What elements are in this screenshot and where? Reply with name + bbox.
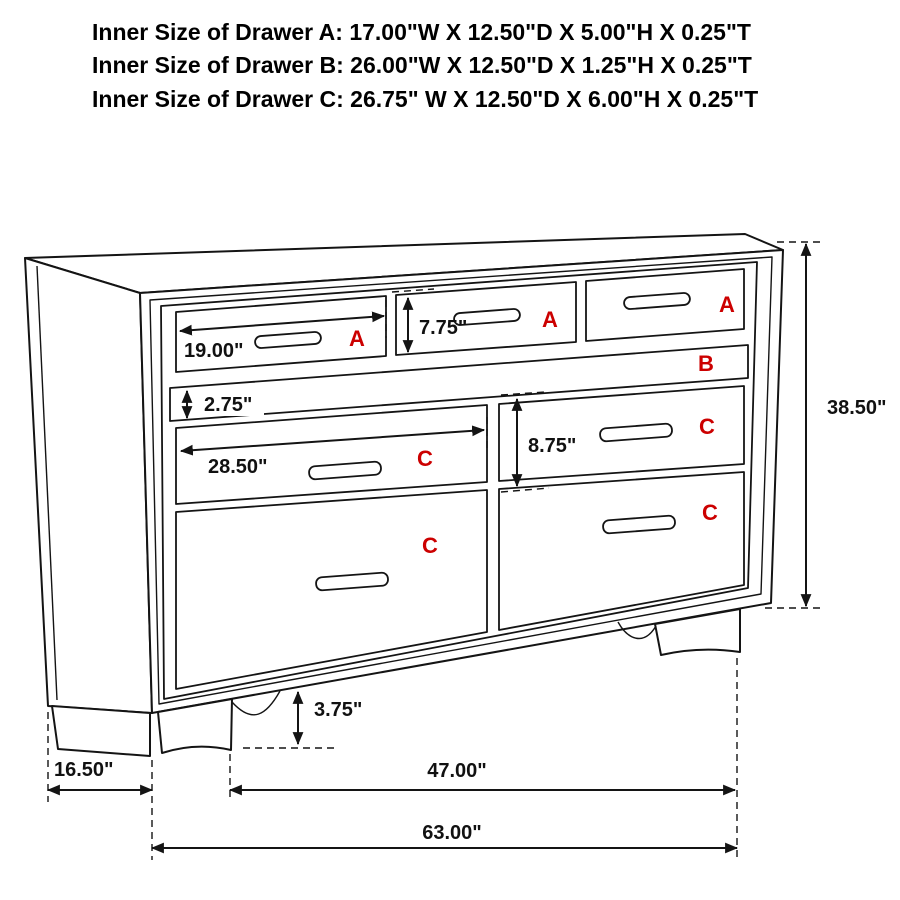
header: Inner Size of Drawer A: 17.00"W X 12.50"…: [92, 19, 758, 112]
drawer-letter-a: A: [349, 326, 365, 351]
dim-drawer-c-width: 28.50": [179, 417, 488, 478]
dimension-arrow: [178, 311, 386, 336]
dimension-arrow: [179, 425, 486, 456]
apron-curve-left: [231, 690, 281, 716]
dim-drawer-c-height: 8.75": [500, 391, 576, 493]
dim-label: 16.50": [54, 759, 114, 781]
extension-line: [500, 391, 546, 396]
drawer-letter-c: C: [702, 500, 718, 525]
drawer-handle: [315, 571, 389, 592]
header-line-drawer-a: Inner Size of Drawer A: 17.00"W X 12.50"…: [92, 19, 751, 45]
dim-foot-height: 3.75": [243, 690, 362, 749]
drawer-handle: [308, 460, 382, 481]
drawer-b-jewelry-strip: B: [169, 344, 749, 422]
dim-label: 63.00": [422, 822, 482, 844]
dresser: A A A B C C: [24, 233, 784, 757]
drawer-handle: [453, 308, 521, 326]
drawer-handle: [623, 292, 691, 310]
dim-overall-height: 38.50": [765, 241, 887, 609]
left-panel-edge-line: [36, 265, 58, 701]
dim-overall-width: 63.00": [150, 822, 739, 854]
dim-label: 28.50": [208, 456, 268, 478]
left-side-panel: [24, 257, 153, 714]
dim-label: 7.75": [419, 317, 467, 339]
face-molding: [149, 256, 773, 705]
dim-label: 38.50": [827, 397, 887, 419]
drawer-front: [498, 471, 745, 631]
dim-label: 19.00": [184, 340, 244, 362]
apron-curve-right: [617, 621, 657, 639]
front-left-foot: [157, 698, 233, 754]
drawer-letter-c: C: [699, 414, 715, 439]
drawer-front: [169, 344, 749, 422]
extension-line: [500, 487, 550, 493]
drawer-letter-b: B: [698, 351, 714, 376]
dim-drawer-b-height: 2.75": [181, 389, 264, 420]
dimensions: 19.00" 7.75" 2.75" 28.50" 8.75": [46, 241, 887, 860]
label-backplate: [198, 392, 264, 416]
dim-drawer-a-width: 19.00": [178, 300, 387, 362]
drawer-a-top-right: A: [585, 268, 745, 342]
drawer-frame: [160, 261, 758, 700]
drawer-c-bottom-left: C: [175, 489, 488, 690]
dim-label: 3.75": [314, 699, 362, 721]
drawer-letter-a: A: [719, 292, 735, 317]
drawer-c-mid-right: C: [498, 385, 745, 482]
dim-label: 47.00": [427, 760, 487, 782]
front-right-foot: [654, 608, 741, 656]
dim-overall-depth: 16.50": [46, 712, 154, 860]
header-line-drawer-c: Inner Size of Drawer C: 26.75" W X 12.50…: [92, 86, 758, 112]
drawer-letter-a: A: [542, 307, 558, 332]
header-line-drawer-b: Inner Size of Drawer B: 26.00"W X 12.50"…: [92, 52, 752, 78]
drawer-handle: [599, 422, 673, 443]
label-backplate: [692, 351, 722, 375]
left-corner-foot: [51, 705, 151, 757]
drawer-letter-c: C: [417, 446, 433, 471]
dim-drawer-a-height: 7.75": [391, 288, 467, 354]
drawer-a-top-middle: A: [395, 281, 577, 356]
dim-label: 8.75": [528, 435, 576, 457]
drawer-handle: [602, 514, 676, 535]
drawer-letter-c: C: [422, 533, 438, 558]
drawer-c-bottom-right: C: [498, 471, 745, 631]
dim-label: 2.75": [204, 394, 252, 416]
dim-between-legs-width: 47.00": [228, 658, 738, 858]
